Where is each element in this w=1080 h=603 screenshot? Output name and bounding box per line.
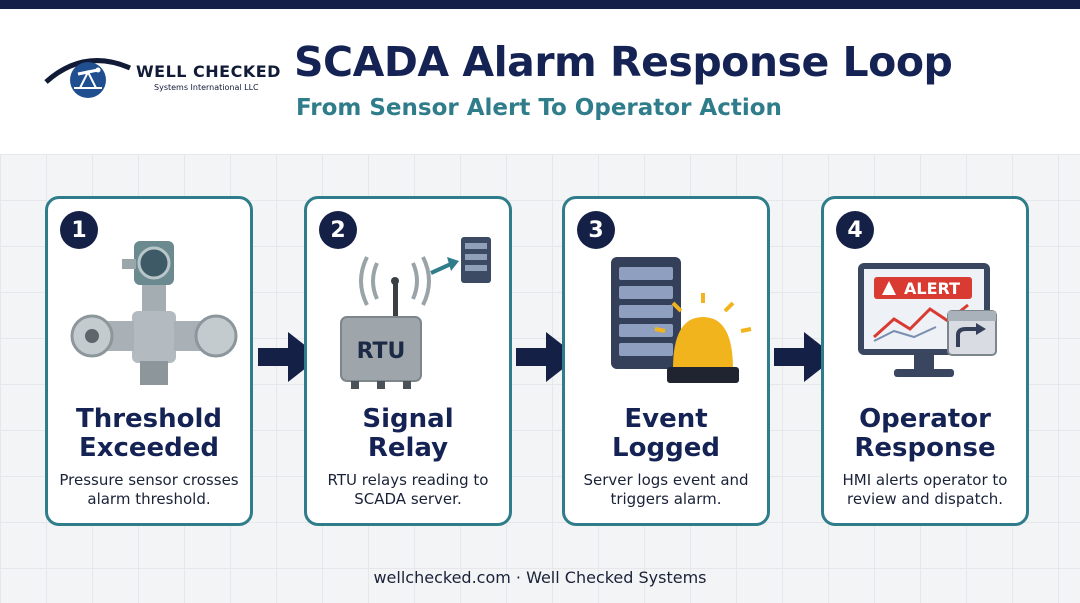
step-title-line: Event	[624, 404, 708, 434]
step-description-line: alarm threshold.	[87, 490, 211, 508]
step-title: Signal Relay	[307, 405, 509, 463]
arrow-right-icon	[258, 332, 320, 382]
step-description-line: Server logs event and	[583, 471, 749, 489]
step-title-line: Response	[854, 433, 996, 463]
arrow-right-icon	[774, 332, 836, 382]
step-description: RTU relays reading to SCADA server.	[307, 471, 509, 509]
logo-emblem-icon	[44, 58, 131, 98]
company-logo: WELL CHECKED Systems International LLC	[44, 52, 280, 104]
step-title-line: Operator	[859, 404, 991, 434]
hmi-monitor-icon: ALERT	[858, 263, 997, 377]
step-number-badge: 3	[577, 211, 615, 249]
alert-label: ALERT	[904, 279, 960, 298]
step-description-line: SCADA server.	[354, 490, 462, 508]
step-title: Event Logged	[565, 405, 767, 463]
step-description-line: HMI alerts operator to	[842, 471, 1008, 489]
step-title-line: Threshold	[75, 404, 223, 434]
step-description-line: triggers alarm.	[610, 490, 722, 508]
logo-name: WELL CHECKED	[136, 62, 281, 81]
step-description: Server logs event and triggers alarm.	[565, 471, 767, 509]
step-title-line: Exceeded	[78, 433, 220, 463]
step-description-line: RTU relays reading to	[327, 471, 489, 489]
step-card-1: 1 Threshold Exceeded Pressure sensor cro…	[45, 196, 253, 526]
rtu-icon: RTU	[340, 237, 491, 389]
step-title: Operator Response	[824, 405, 1026, 463]
step-title-line: Logged	[612, 433, 720, 463]
page-title: SCADA Alarm Response Loop	[294, 38, 953, 86]
step-description: HMI alerts operator to review and dispat…	[824, 471, 1026, 509]
step-title-line: Relay	[367, 433, 449, 463]
step-title-line: Signal	[362, 404, 454, 434]
step-card-3: 3 Event Logged Server logs event and tri…	[562, 196, 770, 526]
pressure-transmitter-icon	[70, 241, 238, 385]
top-bar	[0, 0, 1080, 9]
footer-text: wellchecked.com · Well Checked Systems	[373, 568, 707, 587]
step-card-2: 2 RTU Signal Relay RTU relays reading to…	[304, 196, 512, 526]
step-card-4: 4 ALERT Operator Response HMI alerts ope…	[821, 196, 1029, 526]
rtu-label: RTU	[357, 339, 406, 364]
header	[0, 9, 1080, 154]
step-description-line: review and dispatch.	[847, 490, 1003, 508]
step-number-badge: 2	[319, 211, 357, 249]
step-number-badge: 1	[60, 211, 98, 249]
step-title: Threshold Exceeded	[48, 405, 250, 463]
arrow-right-icon	[516, 332, 578, 382]
page-subtitle: From Sensor Alert To Operator Action	[296, 95, 782, 121]
server-alarm-icon	[611, 257, 752, 383]
step-description-line: Pressure sensor crosses	[59, 471, 239, 489]
step-number-badge: 4	[836, 211, 874, 249]
step-description: Pressure sensor crosses alarm threshold.	[48, 471, 250, 509]
logo-tagline: Systems International LLC	[154, 83, 259, 92]
